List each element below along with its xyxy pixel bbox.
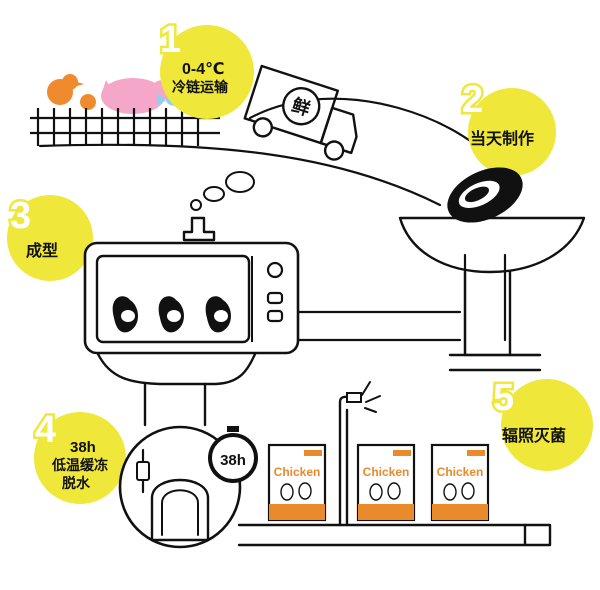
oven-knob-icon	[266, 261, 284, 279]
timer-text: 38h	[220, 452, 246, 469]
food-piece-icon	[205, 296, 231, 333]
package-brand: Chicken	[274, 465, 321, 479]
step-5-badge: 5 辐照灭菌	[491, 375, 593, 471]
product-package: Chicken	[430, 443, 490, 522]
chicken-mascot-icon	[443, 482, 475, 501]
step-5-number: 5	[493, 377, 514, 419]
chicken-mascot-icon	[280, 482, 312, 501]
fence	[30, 108, 220, 146]
step-3-number: 3	[10, 195, 31, 237]
step-5-label: 辐照灭菌	[502, 426, 566, 445]
step-3-badge: 3 成型	[7, 193, 93, 281]
step-4-label: 38h	[70, 439, 96, 456]
product-shelf	[237, 523, 552, 547]
meat-steak-icon	[447, 167, 523, 223]
oven-appliance	[83, 216, 300, 427]
package-brand: Chicken	[437, 465, 484, 479]
step-2-number: 2	[462, 79, 483, 121]
delivery-truck-icon: 鲜	[243, 64, 358, 161]
step-1-sublabel: 冷链运输	[172, 79, 229, 95]
pig-icon	[101, 78, 172, 114]
step-4-sublabel: 低温缓冻	[51, 457, 108, 473]
step-1-number: 1	[160, 19, 181, 61]
product-package: Chicken	[267, 443, 327, 522]
chick-icon	[47, 74, 96, 110]
truck-emblem: 鲜	[289, 94, 313, 120]
chicken-mascot-icon	[369, 482, 401, 501]
uv-lamp-icon	[338, 381, 381, 527]
timer-clock-icon: 38h	[208, 426, 258, 483]
food-piece-icon	[158, 296, 184, 333]
farm-scene	[30, 74, 220, 146]
step-1-label: 0-4℃	[182, 61, 225, 78]
step-3-label: 成型	[26, 241, 58, 260]
sink-basin	[398, 216, 586, 372]
food-piece-icon	[112, 296, 138, 333]
step-2-badge: 2 当天制作	[460, 77, 556, 176]
step-4-badge: 4 38h 低温缓冻 脱水	[33, 407, 126, 504]
product-package: Chicken	[356, 443, 416, 522]
package-brand: Chicken	[363, 465, 410, 479]
step-1-badge: 1 0-4℃ 冷链运输	[158, 17, 254, 119]
step-4-number: 4	[35, 409, 56, 451]
steam-cloud-icon	[190, 171, 255, 211]
step-4-sublabel-2: 脱水	[62, 475, 91, 491]
step-2-label: 当天制作	[470, 129, 534, 148]
